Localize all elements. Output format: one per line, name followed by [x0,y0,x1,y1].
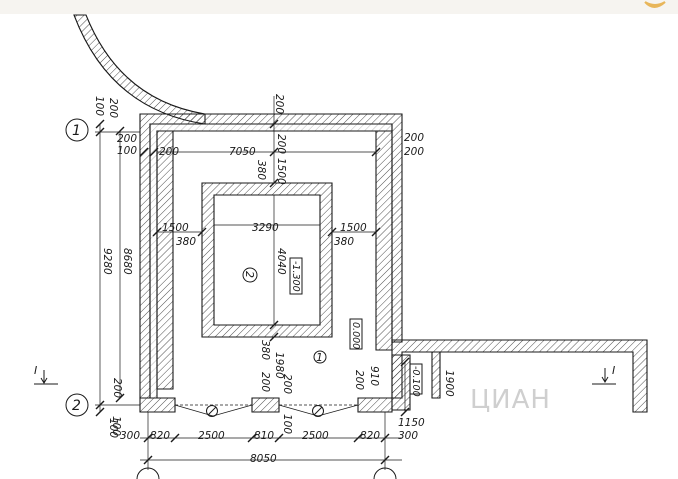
svg-text:1980: 1980 [273,352,285,379]
svg-text:1500: 1500 [162,222,189,234]
svg-text:200: 200 [353,370,365,390]
bottom-walls [139,397,393,417]
dimension-labels: 200 100 200 100 9280 8680 200 100 200 70… [93,94,455,465]
svg-text:2: 2 [243,271,256,278]
svg-text:200: 200 [275,134,287,154]
watermark: ЦИАН [470,385,551,415]
dimension-ticks [95,119,410,465]
svg-text:200: 200 [159,146,179,158]
svg-text:1: 1 [316,351,323,364]
section-marker-right: I [592,364,616,385]
svg-text:200: 200 [259,372,271,392]
room-mark-1: 1 [313,350,327,364]
svg-text:8680: 8680 [121,248,133,275]
svg-text:820: 820 [360,430,380,442]
top-band [0,0,678,14]
window-mark-right [312,405,324,417]
svg-text:2500: 2500 [198,430,225,442]
room-mark-pit: 2 [242,267,258,283]
svg-text:380: 380 [259,340,271,360]
svg-text:-1.300: -1.300 [290,261,301,292]
level-floor: 0.000 [349,318,363,350]
axis-label-2: 2 [72,398,81,414]
svg-text:100: 100 [281,414,293,434]
section-marker-left: I [34,364,58,385]
svg-text:100: 100 [117,145,137,157]
svg-text:I: I [612,364,615,377]
pit-walls [201,182,333,338]
svg-text:910: 910 [368,366,380,386]
svg-text:200: 200 [107,98,119,118]
level-annex: -0.100 [409,363,423,397]
corner-logo-icon [644,1,666,8]
svg-text:8050: 8050 [250,453,277,465]
svg-text:2500: 2500 [302,430,329,442]
svg-text:820: 820 [150,430,170,442]
svg-text:810: 810 [254,430,274,442]
svg-text:100: 100 [93,96,105,116]
svg-text:100: 100 [110,416,122,436]
svg-text:380: 380 [255,160,267,180]
svg-text:0.000: 0.000 [350,322,361,349]
svg-text:380: 380 [176,236,196,248]
svg-text:200: 200 [273,94,285,114]
svg-text:200: 200 [404,132,424,144]
svg-text:100: 100 [107,418,119,438]
window-mark-left [206,405,218,417]
axis-bubble-1: 1 [65,118,89,142]
svg-text:3290: 3290 [252,222,279,234]
svg-text:300: 300 [398,430,418,442]
bottom-axis-bubbles [136,467,397,479]
axis-bubble-2: 2 [65,393,89,417]
level-pit: -1.300 [289,257,303,295]
axis-label-1: 1 [72,123,81,139]
svg-text:200: 200 [404,146,424,158]
svg-text:200: 200 [117,133,137,145]
svg-text:-0.100: -0.100 [410,366,421,397]
svg-text:1500: 1500 [340,222,367,234]
svg-text:7050: 7050 [229,146,256,158]
annex-walls [391,339,648,413]
svg-text:200: 200 [281,374,293,394]
svg-text:200: 200 [111,378,123,398]
svg-text:4040: 4040 [275,248,287,275]
svg-text:9280: 9280 [101,248,113,275]
svg-text:1500: 1500 [275,158,287,185]
svg-text:380: 380 [334,236,354,248]
svg-text:I: I [34,364,37,377]
svg-text:300: 300 [120,430,140,442]
svg-text:1900: 1900 [443,370,455,397]
svg-text:1150: 1150 [398,417,425,429]
